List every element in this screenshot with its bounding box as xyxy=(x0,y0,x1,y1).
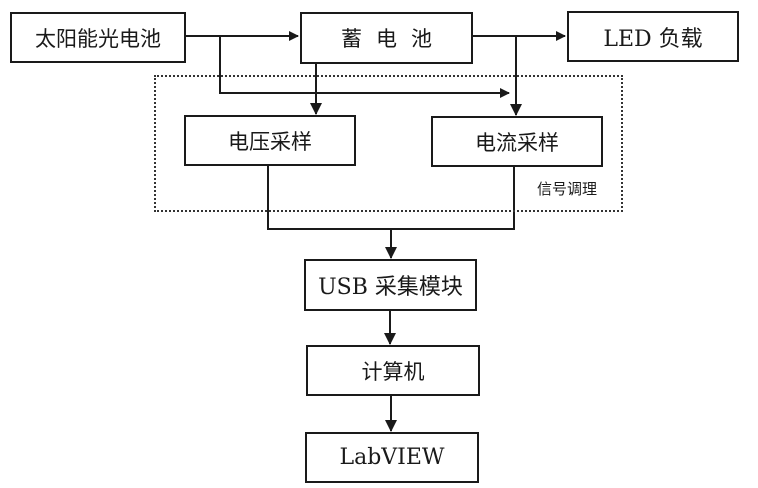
node-labview: LabVIEW xyxy=(305,432,479,483)
node-label: 计算机 xyxy=(361,359,425,384)
node-label: LED 负载 xyxy=(603,26,703,52)
node-label: 太阳能光电池 xyxy=(35,26,161,51)
node-current-sampling: 电流采样 xyxy=(431,116,603,167)
node-label: 蓄电池 xyxy=(341,27,446,51)
edge-solar-to-current-branch xyxy=(219,36,510,98)
signal-conditioning-label: 信号调理 xyxy=(537,180,598,198)
node-solar-cell: 太阳能光电池 xyxy=(10,12,186,63)
node-computer: 计算机 xyxy=(306,345,480,396)
node-led-load: LED 负载 xyxy=(567,11,739,62)
node-label: 电流采样 xyxy=(475,130,559,155)
node-battery: 蓄电池 xyxy=(300,12,473,64)
node-label: LabVIEW xyxy=(339,445,445,470)
node-label: USB 采集模块 xyxy=(318,275,463,300)
node-usb-module: USB 采集模块 xyxy=(304,259,477,311)
signal-conditioning-group xyxy=(154,75,623,212)
node-voltage-sampling: 电压采样 xyxy=(184,115,356,166)
node-label: 电压采样 xyxy=(228,129,312,154)
